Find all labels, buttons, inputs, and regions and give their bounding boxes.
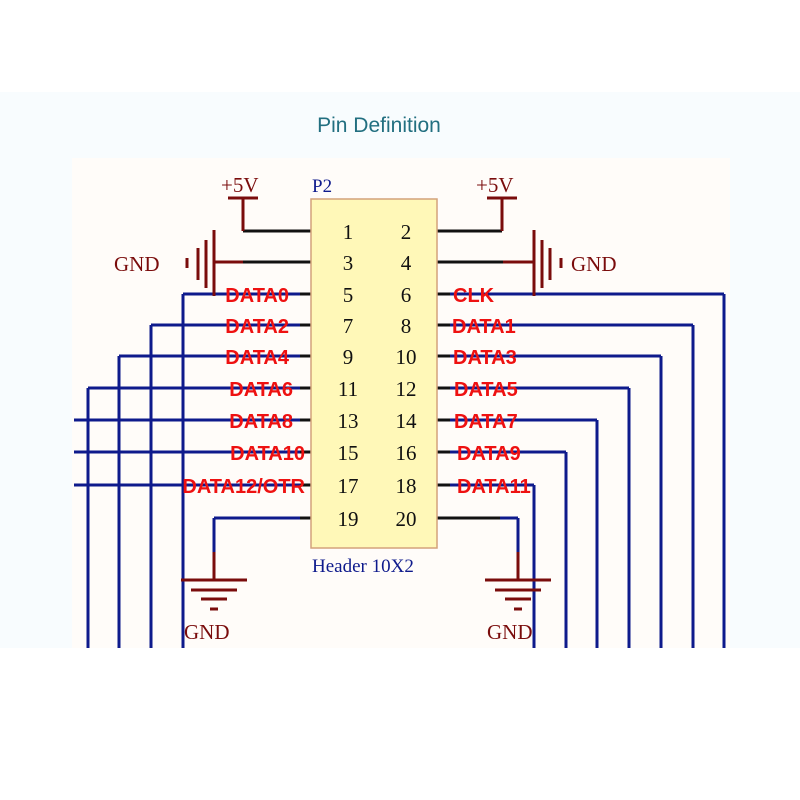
pin-number-8: 8 — [401, 314, 412, 338]
pin-number-9: 9 — [343, 345, 354, 369]
signal-label-data3: DATA3 — [453, 347, 517, 369]
component-name: Header 10X2 — [312, 556, 414, 577]
pin-number-4: 4 — [401, 251, 412, 275]
signal-label-data4: DATA4 — [225, 347, 290, 369]
signal-label-data10: DATA10 — [230, 443, 305, 465]
signal-label-clk: CLK — [453, 285, 495, 307]
gnd-label-bottom-left: GND — [184, 620, 230, 644]
pin-number-1: 1 — [343, 220, 354, 244]
header-body — [310, 198, 438, 549]
wires — [74, 229, 726, 648]
page-title: Pin Definition — [317, 114, 441, 137]
pin-number-11: 11 — [338, 377, 358, 401]
pin-number-12: 12 — [396, 377, 417, 401]
signal-label-data0: DATA0 — [225, 285, 289, 307]
signal-label-data1: DATA1 — [452, 316, 516, 338]
signal-label-data2: DATA2 — [225, 316, 289, 338]
vcc-label-right: +5V — [476, 173, 514, 197]
pin-number-7: 7 — [343, 314, 354, 338]
pin-number-3: 3 — [343, 251, 354, 275]
signal-label-data7: DATA7 — [454, 411, 518, 433]
pin-number-14: 14 — [396, 409, 418, 433]
signal-label-data11: DATA11 — [457, 476, 531, 498]
component-designator: P2 — [312, 176, 332, 197]
pin-number-2: 2 — [401, 220, 412, 244]
pin-number-6: 6 — [401, 283, 412, 307]
pin-number-19: 19 — [338, 507, 359, 531]
signal-label-data6: DATA6 — [229, 379, 293, 401]
pin-number-16: 16 — [396, 441, 417, 465]
pin-number-13: 13 — [338, 409, 359, 433]
signal-labels: DATA0DATA2DATA4DATA6DATA8DATA10DATA12/OT… — [182, 285, 530, 498]
pin-number-18: 18 — [396, 474, 417, 498]
vcc-label-left: +5V — [221, 173, 259, 197]
gnd-label-top-left: GND — [114, 252, 160, 276]
pin-number-5: 5 — [343, 283, 354, 307]
power-symbols — [181, 196, 563, 611]
signal-label-data8: DATA8 — [229, 411, 293, 433]
gnd-label-bottom-right: GND — [487, 620, 533, 644]
signal-label-data9: DATA9 — [457, 443, 521, 465]
gnd-label-top-right: GND — [571, 252, 617, 276]
signal-label-data5: DATA5 — [454, 379, 518, 401]
signal-label-data12-otr: DATA12/OTR — [182, 476, 305, 498]
pin-number-17: 17 — [338, 474, 359, 498]
pin-number-10: 10 — [396, 345, 417, 369]
pin-number-15: 15 — [338, 441, 359, 465]
pin-number-20: 20 — [396, 507, 417, 531]
